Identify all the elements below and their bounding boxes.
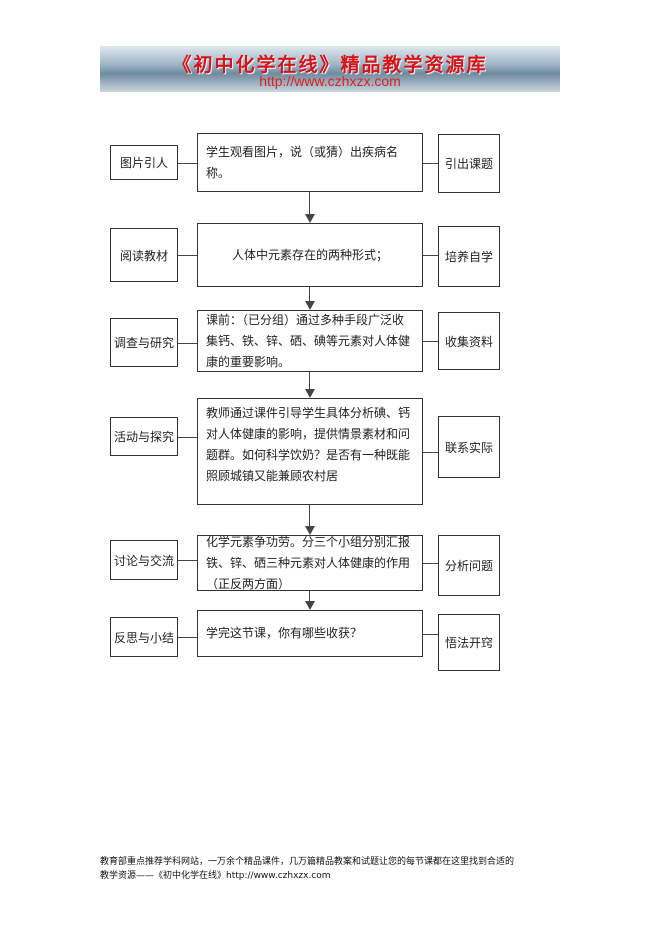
stage-label-box: 阅读教材 bbox=[110, 228, 178, 282]
stage-label-box: 讨论与交流 bbox=[110, 540, 178, 580]
stage-label-box: 活动与探究 bbox=[110, 417, 178, 456]
purpose-box: 引出课题 bbox=[438, 134, 500, 193]
stage-label-box: 反思与小结 bbox=[110, 617, 178, 657]
connector-left bbox=[178, 162, 197, 164]
footer: 教育部重点推荐学科网站，一万余个精品课件，几万篇精品教案和试题让您的每节课都在这… bbox=[100, 855, 570, 883]
flow-line bbox=[309, 372, 310, 390]
flow-line bbox=[309, 192, 310, 215]
purpose-box: 收集资料 bbox=[438, 312, 500, 370]
connector-left bbox=[178, 637, 197, 638]
flow-line bbox=[309, 505, 310, 527]
purpose-box: 培养自学 bbox=[438, 226, 500, 287]
connector-right bbox=[423, 633, 438, 635]
activity-box: 化学元素争功劳。分三个小组分别汇报铁、锌、硒三种元素对人体健康的作用（正反两方面… bbox=[197, 535, 423, 591]
activity-box: 课前：（已分组）通过多种手段广泛收集钙、铁、锌、硒、碘等元素对人体健康的重要影响… bbox=[197, 310, 423, 372]
connector-right bbox=[423, 255, 438, 256]
connector-left bbox=[178, 342, 197, 344]
connector-right bbox=[423, 451, 438, 453]
flow-line bbox=[309, 591, 310, 602]
arrow-down-icon bbox=[304, 389, 315, 398]
arrow-down-icon bbox=[304, 601, 315, 610]
connector-right bbox=[423, 162, 438, 164]
purpose-box: 联系实际 bbox=[438, 416, 500, 478]
arrow-down-icon bbox=[304, 526, 315, 535]
connector-left bbox=[178, 436, 197, 438]
activity-box: 学完这节课，你有哪些收获？ bbox=[197, 610, 423, 657]
arrow-down-icon bbox=[304, 301, 315, 310]
connector-left bbox=[178, 560, 197, 561]
connector-right bbox=[423, 341, 438, 342]
arrow-down-icon bbox=[304, 214, 315, 223]
banner-url: http://www.czhxzx.com bbox=[259, 73, 401, 89]
header-banner: 《初中化学在线》精品教学资源库 http://www.czhxzx.com bbox=[100, 46, 560, 92]
connector-right bbox=[423, 563, 438, 564]
activity-box: 人体中元素存在的两种形式； bbox=[197, 223, 423, 287]
stage-label-box: 调查与研究 bbox=[110, 318, 178, 367]
flow-line bbox=[309, 287, 310, 302]
activity-box: 学生观看图片，说（或猜）出疾病名称。 bbox=[197, 133, 423, 192]
activity-box: 教师通过课件引导学生具体分析碘、钙对人体健康的影响，提供情景素材和问题群。如何科… bbox=[197, 398, 423, 505]
footer-line-1: 教育部重点推荐学科网站，一万余个精品课件，几万篇精品教案和试题让您的每节课都在这… bbox=[100, 857, 515, 867]
banner-title: 《初中化学在线》精品教学资源库 bbox=[172, 54, 488, 76]
purpose-box: 分析问题 bbox=[438, 535, 500, 596]
footer-line-2: 教学资源——《初中化学在线》http://www.czhxzx.com bbox=[100, 871, 331, 881]
stage-label-box: 图片引人 bbox=[110, 145, 178, 180]
connector-left bbox=[178, 255, 197, 256]
purpose-box: 悟法开窍 bbox=[438, 614, 500, 671]
